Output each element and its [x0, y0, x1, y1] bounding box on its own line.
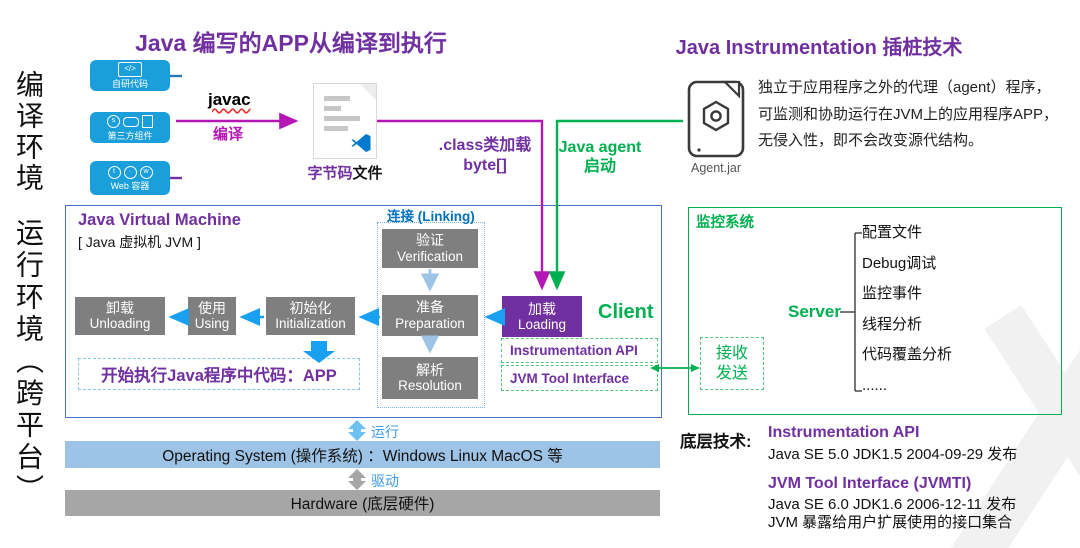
instrumentation-api-box: Instrumentation API [501, 338, 658, 363]
monitor-item: 监控事件 [862, 285, 923, 303]
linking-label: 连接 (Linking) [387, 209, 475, 224]
os-bar: Operating System (操作系统) ：Windows Linux M… [65, 441, 660, 468]
drive-double-arrow [348, 469, 366, 490]
tomcat-icon: t [107, 165, 121, 179]
page-fold [722, 80, 741, 99]
stage-box-verification: 验证 Verification [382, 229, 478, 268]
source-label: Web 容器 [110, 181, 150, 191]
loading-box: 加载 Loading [502, 296, 582, 337]
footer-api1-release: Java SE 5.0 JDK1.5 2004-09-29 发布 [768, 446, 1018, 463]
agent-description: 独立于应用程序之外的代理（agent）程序， 可监测和协助运行在JVM上的应用程… [758, 79, 1059, 149]
monitor-item: Debug调试 [862, 254, 937, 272]
jvm-subtitle: [ Java 虚拟机 JVM ] [78, 234, 201, 250]
bytecode-file-icon [313, 83, 377, 159]
monitor-item: ...... [862, 376, 888, 394]
run-double-arrow [348, 420, 366, 441]
client-label: Client [598, 301, 654, 323]
source-box-self-code: </> 自研代码 [90, 60, 170, 91]
stage-box-initialization: 初始化 Initialization [266, 297, 355, 335]
server-label: Server [788, 302, 841, 321]
jvm-tool-interface-box: JVM Tool Interface [501, 365, 658, 391]
drive-label: 驱动 [371, 473, 399, 489]
page-title-compile-flow: Java 编写的APP从编译到执行 [135, 30, 447, 56]
monitor-item: 代码覆盖分析 [862, 346, 953, 364]
agent-jar-icon [687, 80, 745, 158]
gradle-icon [123, 116, 139, 127]
monitor-box [688, 207, 1062, 415]
hexagon-nut-icon [702, 100, 730, 132]
side-label-runtime-env: 运行环境（跨平台） [13, 218, 44, 506]
footer-heading: 底层技术: [680, 433, 752, 451]
spring-icon: s [107, 115, 120, 128]
source-box-third-party: s 第三方组件 [90, 112, 170, 143]
jetty-icon: · [123, 165, 137, 179]
jvm-box [65, 205, 662, 418]
footer-api2-release: Java SE 6.0 JDK1.6 2006-12-11 发布 [768, 496, 1017, 513]
agent-jar-label: Agent.jar [690, 161, 742, 175]
stage-box-resolution: 解析 Resolution [382, 357, 478, 399]
monitor-item-list: 配置文件 Debug调试 监控事件 线程分析 代码覆盖分析 ...... [862, 218, 952, 402]
json-file-icon [142, 115, 153, 128]
side-label-compile-env: 编译环境 [13, 70, 44, 194]
monitor-title: 监控系统 [696, 215, 754, 231]
stage-box-using: 使用 Using [188, 297, 236, 335]
jvm-title: Java Virtual Machine [78, 211, 241, 229]
transfer-box: 接收 发送 [700, 337, 764, 390]
monitor-item: 配置文件 [862, 224, 923, 241]
agent-start-label: Java agent 启动 [558, 139, 642, 175]
vscode-icon [351, 134, 371, 152]
code-window-icon: </> [118, 62, 142, 77]
compile-label: 编译 [213, 126, 244, 143]
footer-api2-title: JVM Tool Interface (JVMTI) [768, 475, 972, 492]
stage-box-unloading: 卸载 Unloading [75, 297, 165, 335]
bytecode-file-label: 字节码文件 [307, 165, 383, 182]
app-exec-box: 开始执行Java程序中代码：APP [78, 358, 360, 390]
class-load-label: .class类加载 byte[] [438, 137, 532, 174]
source-label: 第三方组件 [107, 130, 153, 141]
footer-api2-note: JVM 暴露给用户扩展使用的接口集合 [768, 514, 1013, 531]
run-label: 运行 [371, 424, 399, 440]
source-label: 自研代码 [111, 79, 148, 89]
page-fold [360, 84, 376, 100]
monitor-item: 线程分析 [862, 315, 923, 333]
page-title-instrumentation: Java Instrumentation 插桩技术 [675, 37, 963, 59]
stage-box-preparation: 准备 Preparation [382, 295, 478, 336]
hardware-bar: Hardware (底层硬件) [65, 490, 660, 516]
weblogic-icon: w [139, 165, 153, 179]
javac-label: javac [208, 90, 251, 109]
footer-api1-title: Instrumentation API [768, 424, 920, 441]
source-box-web-container: t · w Web 容器 [90, 161, 170, 195]
